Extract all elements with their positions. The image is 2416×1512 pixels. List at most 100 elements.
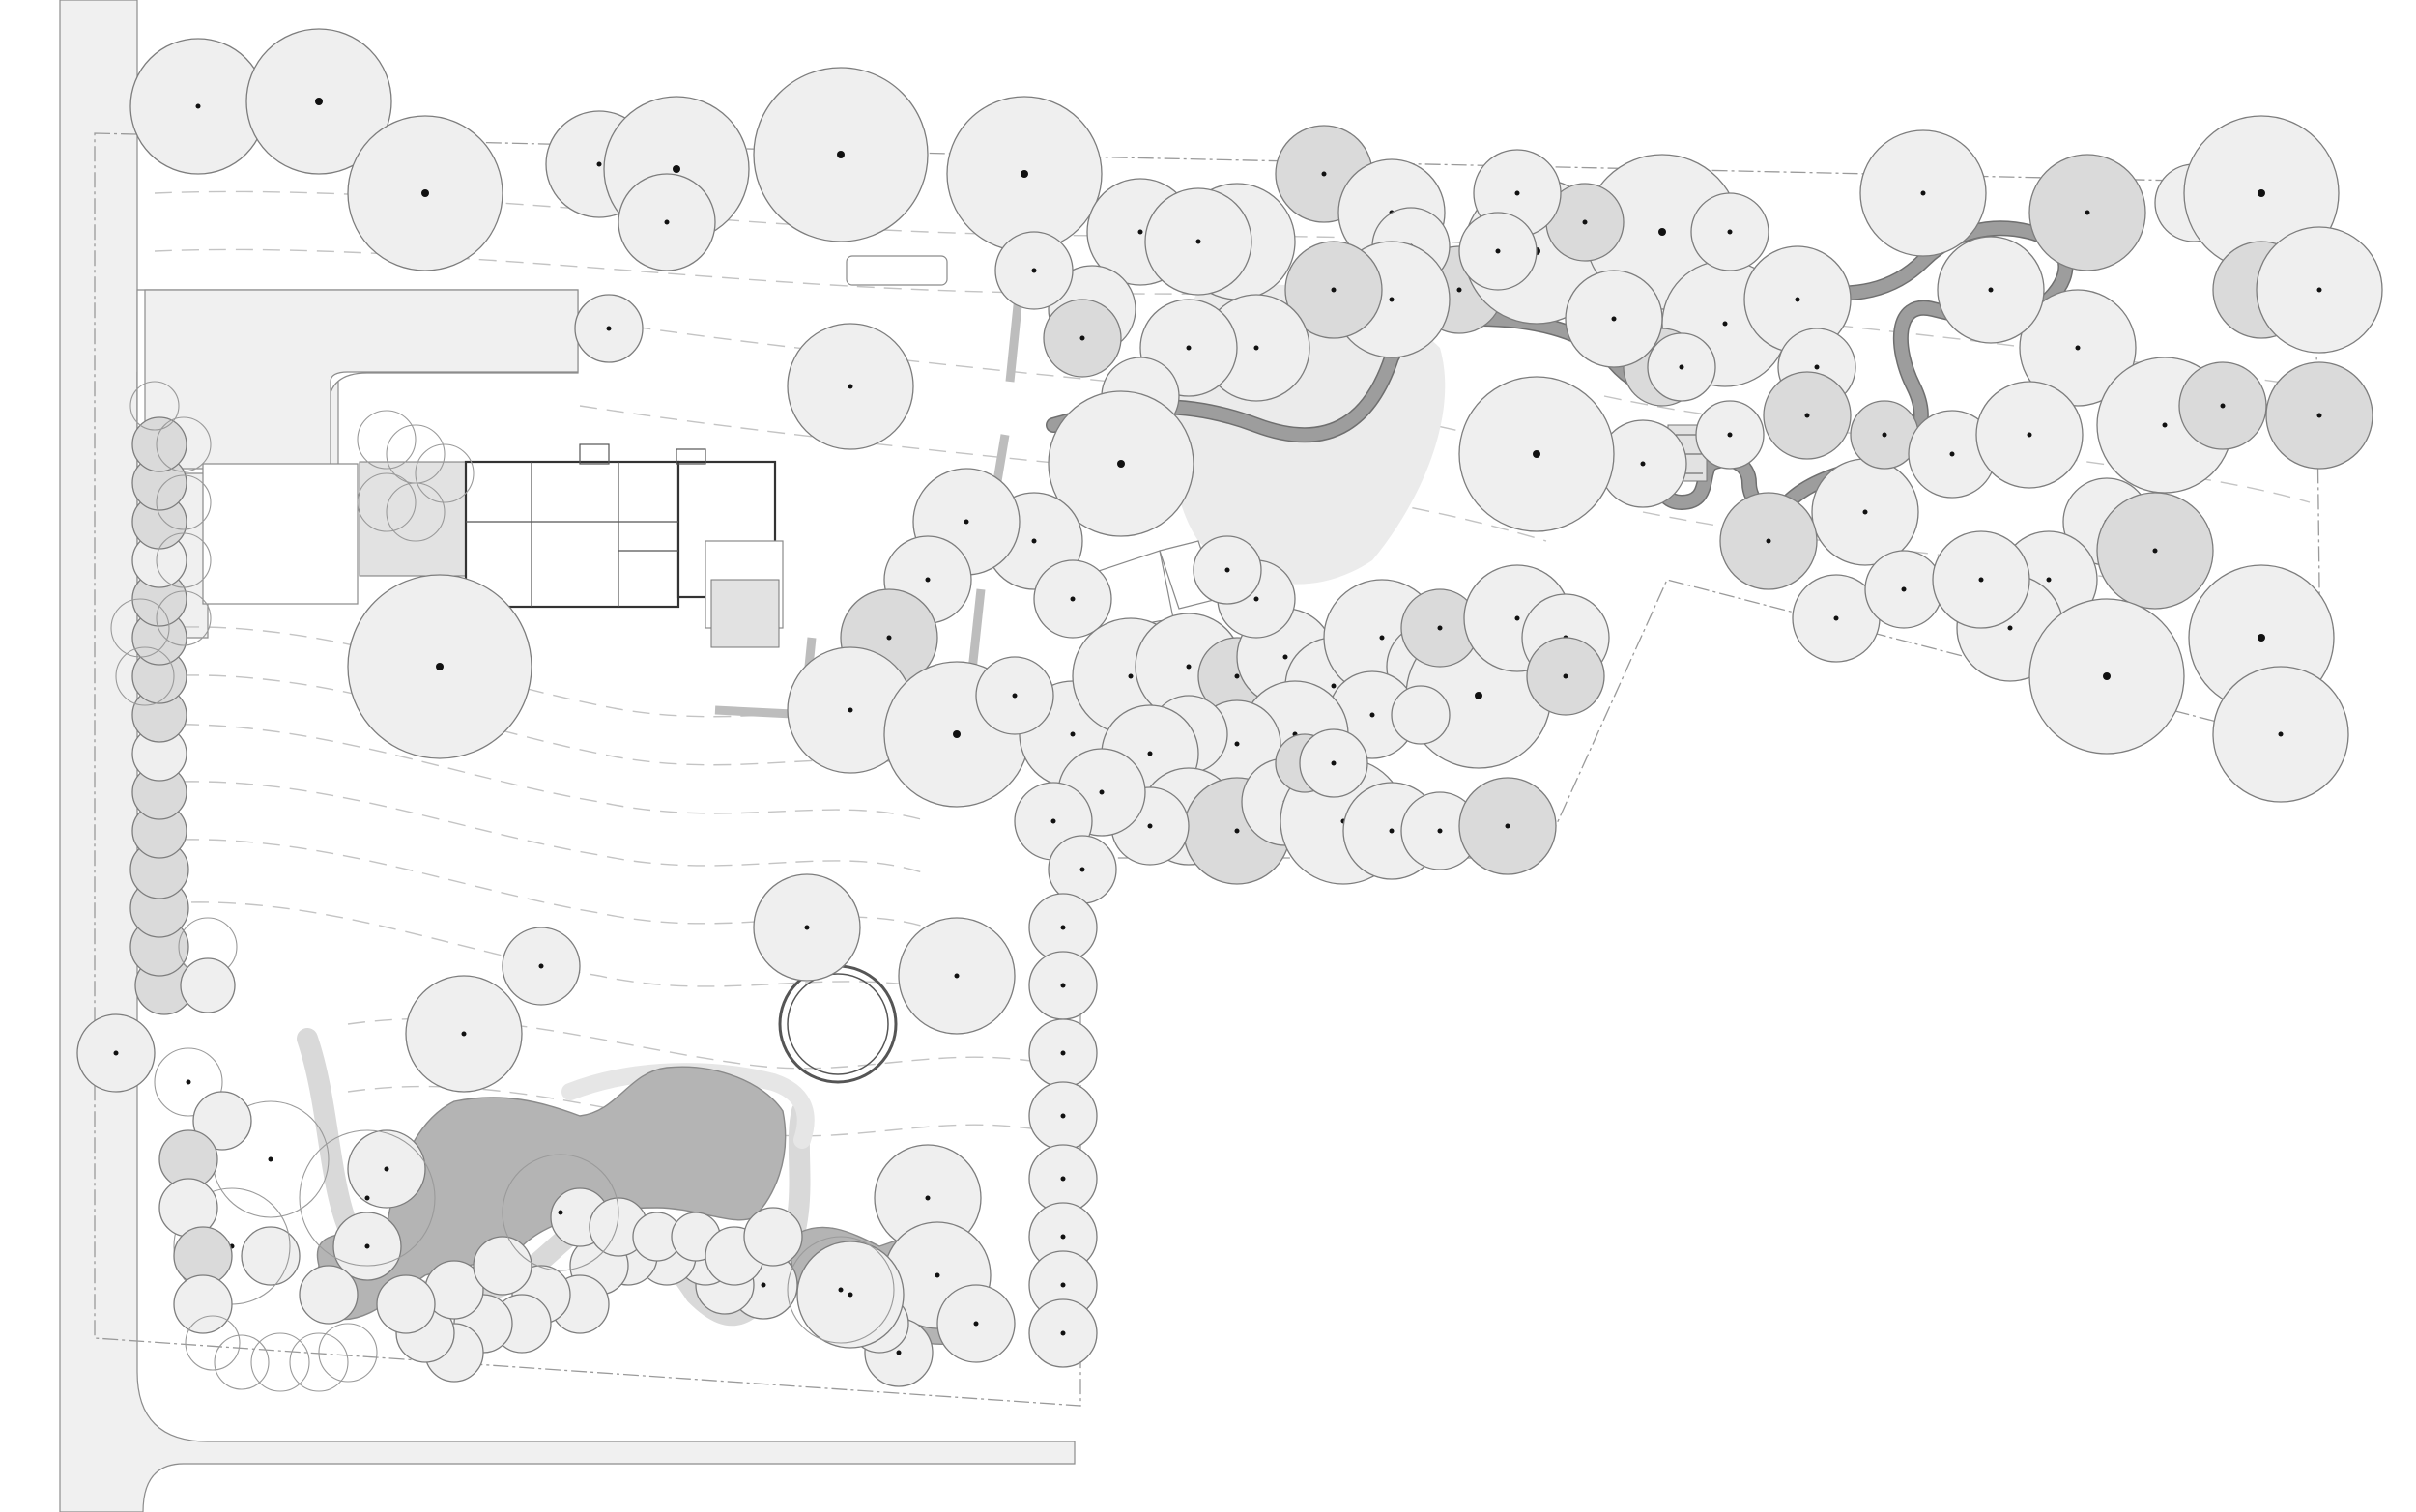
tree-trunk: [1331, 683, 1337, 689]
tree-trunk: [1658, 228, 1666, 236]
tree-trunk: [421, 189, 429, 197]
tree-canopy: [173, 1274, 233, 1334]
tree-canopy: [129, 381, 180, 431]
tree-trunk: [2075, 345, 2081, 351]
tree-trunk: [2027, 432, 2032, 438]
house: [202, 443, 784, 648]
tree-trunk: [848, 1292, 853, 1298]
tree-trunk: [1611, 316, 1617, 322]
tree-trunk: [837, 151, 845, 158]
pond-main: [316, 1066, 787, 1321]
tree-trunk: [973, 1321, 979, 1327]
tree-canopy: [787, 1236, 895, 1344]
tree-trunk: [925, 577, 931, 583]
tree-canopy: [214, 1334, 270, 1390]
tree-canopy: [192, 1091, 252, 1151]
tree-trunk: [1722, 321, 1728, 327]
tree-trunk: [1495, 248, 1501, 254]
tree-trunk: [1766, 538, 1771, 544]
tree-canopy: [357, 410, 417, 470]
tree-trunk: [1253, 345, 1259, 351]
tree-canopy: [502, 1154, 619, 1271]
house-planter: [710, 579, 780, 648]
tree-canopy: [473, 1236, 532, 1296]
house-main-block: [464, 460, 680, 609]
tree-trunk: [1833, 615, 1839, 621]
tree-trunk: [195, 103, 201, 109]
tree-canopy: [1391, 685, 1451, 745]
tree-canopy: [156, 474, 212, 530]
tree-trunk: [2316, 287, 2322, 293]
tree-trunk: [2103, 672, 2111, 680]
tree-trunk: [2162, 422, 2168, 428]
tree-trunk: [2046, 577, 2052, 583]
tree-trunk: [954, 973, 960, 979]
tree-trunk: [1186, 345, 1192, 351]
tree-trunk: [1195, 239, 1201, 244]
stone-path-north: [561, 1063, 815, 1149]
tree-trunk: [1253, 596, 1259, 602]
tree-trunk: [925, 1195, 931, 1201]
tree-trunk: [1901, 586, 1907, 592]
house-terrace: [202, 463, 359, 605]
courtyard-planting: [359, 461, 467, 577]
tree-canopy: [154, 1047, 223, 1117]
tree-trunk: [1282, 654, 1288, 660]
tree-trunk: [1021, 170, 1028, 178]
tree-canopy: [110, 598, 170, 658]
tree-trunk: [1437, 625, 1443, 631]
tree-trunk: [1060, 925, 1066, 930]
tree-trunk: [1437, 828, 1443, 834]
tree-canopy: [156, 590, 212, 646]
tree-trunk: [1389, 297, 1395, 302]
tree-trunk: [896, 1350, 902, 1355]
tree-trunk: [1533, 450, 1540, 458]
entry-drive: [144, 289, 579, 470]
tree-trunk: [558, 1210, 563, 1215]
tree-canopy: [241, 1226, 301, 1286]
circular-feature: [778, 964, 898, 1084]
tree-trunk: [538, 963, 544, 969]
tree-canopy: [180, 957, 236, 1013]
tree-trunk: [1060, 983, 1066, 988]
tree-trunk: [1949, 451, 1955, 457]
tree-trunk: [1060, 1176, 1066, 1182]
tree-trunk: [1070, 596, 1076, 602]
tree-trunk: [1804, 413, 1810, 418]
tree-trunk: [2007, 625, 2013, 631]
tree-canopy: [299, 1265, 359, 1325]
tree-trunk: [1988, 287, 1994, 293]
tree-trunk: [436, 663, 444, 670]
tree-trunk: [1060, 1050, 1066, 1056]
tree-trunk: [1186, 664, 1192, 670]
tree-trunk: [364, 1243, 370, 1249]
tree-trunk: [1031, 268, 1037, 273]
tree-trunk: [1640, 461, 1646, 467]
tree-canopy: [131, 416, 187, 472]
tree-trunk: [1814, 364, 1820, 370]
tree-trunk: [1727, 229, 1733, 235]
tree-trunk: [384, 1166, 389, 1172]
tree-trunk: [113, 1050, 119, 1056]
tree-trunk: [2316, 413, 2322, 418]
tree-trunk: [2085, 210, 2090, 215]
tree-trunk: [848, 384, 853, 389]
tree-trunk: [1679, 364, 1684, 370]
tree-trunk: [935, 1272, 940, 1278]
tree-canopy: [156, 532, 212, 588]
tree-trunk: [1147, 751, 1153, 756]
tree-trunk: [268, 1156, 273, 1162]
tree-trunk: [2220, 403, 2226, 409]
tree-canopy: [743, 1207, 803, 1267]
tree-trunk: [1582, 219, 1588, 225]
tree-trunk: [1727, 432, 1733, 438]
tree-canopy: [250, 1332, 310, 1392]
tree-trunk: [1379, 635, 1385, 641]
tree-trunk: [1234, 673, 1240, 679]
tree-trunk: [1147, 823, 1153, 829]
tree-canopy: [386, 482, 446, 542]
tree-trunk: [1331, 760, 1337, 766]
tree-trunk: [1882, 432, 1887, 438]
tree-trunk: [1117, 460, 1125, 468]
tree-canopy: [415, 443, 475, 503]
